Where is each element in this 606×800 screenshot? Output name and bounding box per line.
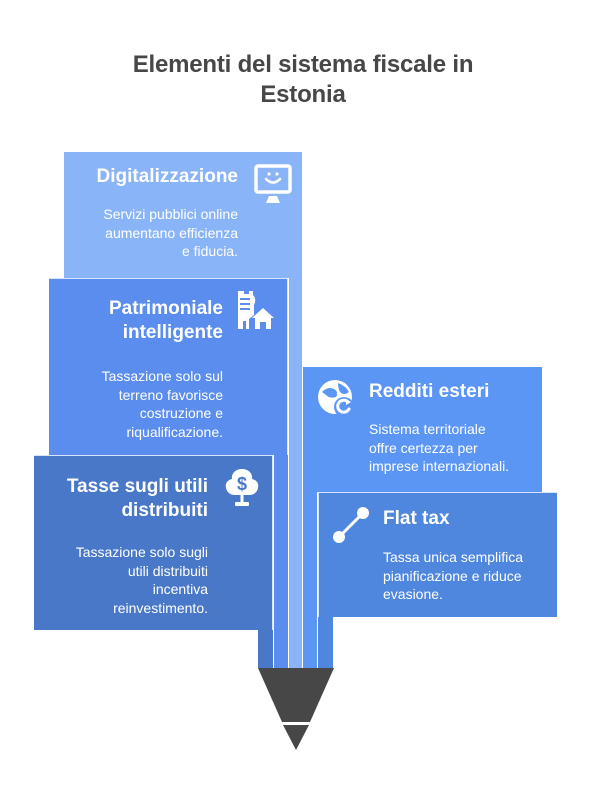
panel-patrimoniale: Patrimoniale intelligente Tassazione sol… [49, 278, 288, 455]
panel-description: Tassazione solo sul terreno favorisce co… [101, 368, 223, 440]
diagram-title: Elementi del sistema fiscale in Estonia [0, 50, 606, 110]
panel-digitalizzazione: Digitalizzazione Servizi pubblici online… [64, 152, 302, 278]
panel-title: Patrimoniale intelligente [108, 298, 223, 343]
title-line-1: Elementi del sistema fiscale in [132, 51, 474, 78]
panel-description: Tassa unica semplifica pianificazione e … [383, 549, 524, 602]
panel-tasse-utili: Tasse sugli utili distribuiti Tassazione… [34, 455, 273, 630]
panel-title: Redditi esteri [369, 381, 490, 402]
panel-description: Servizi pubblici online aumentano effici… [103, 206, 238, 259]
globe-exchange-icon [316, 378, 356, 418]
panel-redditi-esteri: Redditi esteri Sistema territoriale offr… [303, 367, 542, 492]
panel-title: Flat tax [383, 508, 450, 529]
panel-description: Tassazione solo sugli utili distribuiti … [75, 544, 208, 616]
panel-flat-tax: Flat tax Tassa unica semplifica pianific… [318, 492, 557, 617]
line-segment-icon [331, 505, 371, 545]
pencil-stripe-digitalizzazione [289, 152, 302, 668]
panel-title: Tasse sugli utili distribuiti [66, 476, 208, 521]
pencil-tip-icon [258, 668, 334, 750]
monitor-smiley-icon [253, 163, 293, 205]
money-tree-icon: $ [222, 467, 262, 509]
panel-title: Digitalizzazione [96, 166, 238, 187]
buildings-house-icon [235, 289, 277, 331]
panel-description: Sistema territoriale offre certezza per … [369, 421, 510, 474]
svg-text:$: $ [237, 474, 247, 494]
title-line-2: Estonia [260, 81, 346, 108]
